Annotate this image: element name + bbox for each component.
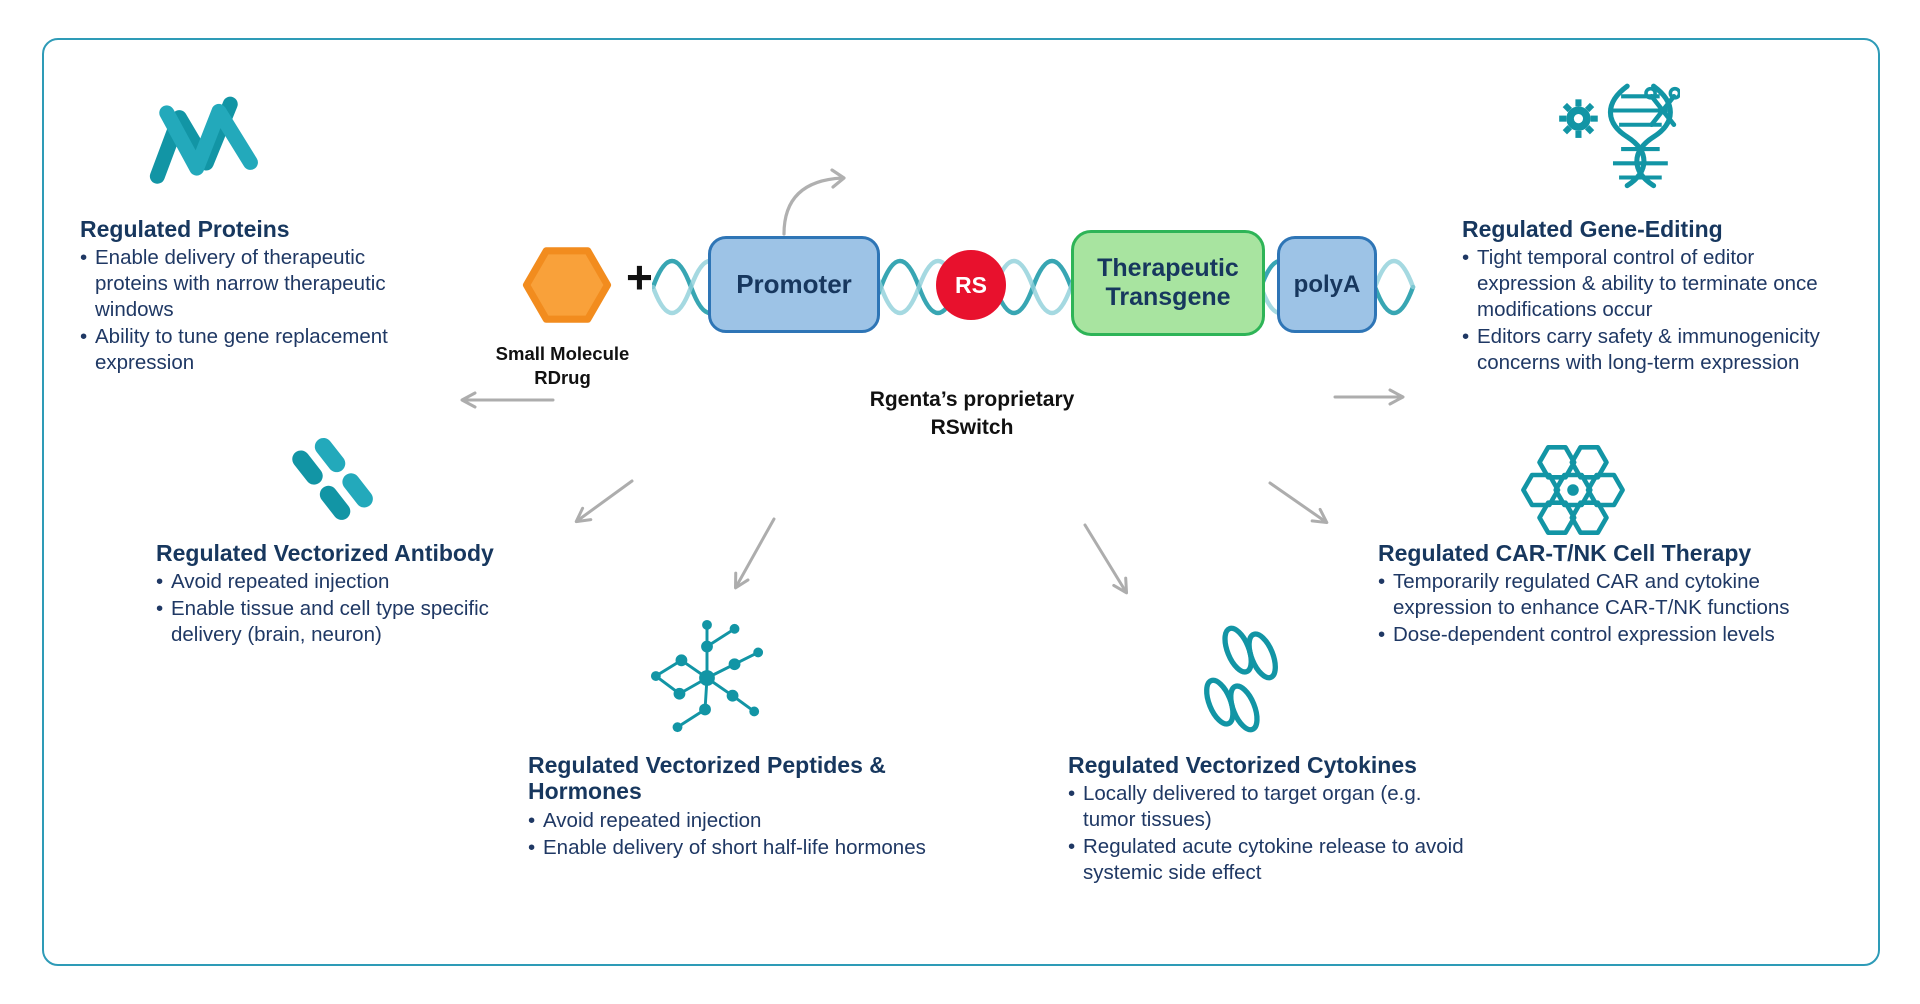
promoter-box: Promoter bbox=[708, 236, 880, 333]
section-title: Regulated Gene-Editing bbox=[1462, 216, 1723, 242]
bullet: Editors carry safety & immunogenicity co… bbox=[1462, 324, 1854, 376]
section-title: Regulated Proteins bbox=[80, 216, 290, 242]
section-regulated-car-t-nk-cell-therapy: Regulated CAR-T/NK Cell Therapy Temporar… bbox=[1378, 540, 1853, 649]
peptide-network-icon bbox=[650, 619, 764, 733]
bullet: Enable tissue and cell type specific del… bbox=[156, 596, 556, 648]
small-molecule-label: Small Molecule RDrug bbox=[475, 342, 650, 390]
bullet: Regulated acute cytokine release to avoi… bbox=[1068, 834, 1468, 886]
section-bullets: Tight temporal control of editor express… bbox=[1462, 245, 1854, 375]
section-regulated-proteins: Regulated Proteins Enable delivery of th… bbox=[80, 216, 436, 377]
rswitch-caption-line1: Rgenta’s proprietary bbox=[869, 388, 1075, 411]
small-molecule-label-line1: Small Molecule bbox=[495, 343, 630, 364]
chromosome-antibody-icon bbox=[292, 437, 373, 520]
section-bullets: Avoid repeated injection Enable tissue a… bbox=[156, 569, 556, 647]
bullet: Enable delivery of therapeutic proteins … bbox=[80, 245, 436, 322]
dna-ribbon-icon bbox=[149, 96, 258, 184]
rswitch-caption-line2: RSwitch bbox=[930, 416, 1014, 440]
bullet: Avoid repeated injection bbox=[528, 808, 928, 834]
section-bullets: Temporarily regulated CAR and cytokine e… bbox=[1378, 569, 1853, 647]
bullet: Ability to tune gene replacement express… bbox=[80, 324, 436, 376]
diagram-border-frame bbox=[42, 38, 1880, 966]
section-bullets: Enable delivery of therapeutic proteins … bbox=[80, 245, 436, 375]
section-regulated-vectorized-antibody: Regulated Vectorized Antibody Avoid repe… bbox=[156, 540, 556, 649]
gene-editing-icon bbox=[1559, 83, 1680, 189]
small-molecule-label-line2: RDrug bbox=[534, 367, 591, 389]
section-title: Regulated Vectorized Antibody bbox=[156, 540, 494, 566]
rswitch-caption: Rgenta’s proprietary RSwitch bbox=[802, 386, 1142, 443]
small-molecule-hexagon-icon bbox=[522, 247, 612, 323]
bullet: Temporarily regulated CAR and cytokine e… bbox=[1378, 569, 1853, 621]
scissors-icon bbox=[1644, 86, 1680, 128]
rs-element-circle: RS bbox=[936, 250, 1006, 320]
bullet: Avoid repeated injection bbox=[156, 569, 556, 595]
plus-sign: + bbox=[626, 251, 653, 303]
cytokine-icon bbox=[1204, 625, 1278, 733]
bullet: Locally delivered to target organ (e.g. … bbox=[1068, 781, 1468, 833]
gear-icon bbox=[1559, 99, 1598, 138]
bullet: Enable delivery of short half-life hormo… bbox=[528, 835, 928, 861]
section-regulated-gene-editing: Regulated Gene-Editing Tight temporal co… bbox=[1462, 216, 1854, 377]
section-title: Regulated Vectorized Peptides & Hormones bbox=[528, 752, 886, 805]
cell-cluster-icon bbox=[1521, 445, 1625, 535]
section-title: Regulated Vectorized Cytokines bbox=[1068, 752, 1417, 778]
polya-label: polyA bbox=[1293, 270, 1361, 298]
transgene-label: Therapeutic Transgene bbox=[1097, 253, 1239, 312]
bullet: Dose-dependent control expression levels bbox=[1378, 622, 1853, 648]
section-bullets: Avoid repeated injection Enable delivery… bbox=[528, 808, 928, 861]
section-regulated-vectorized-cytokines: Regulated Vectorized Cytokines Locally d… bbox=[1068, 752, 1468, 887]
bullet: Tight temporal control of editor express… bbox=[1462, 245, 1854, 322]
polya-box: polyA bbox=[1277, 236, 1377, 333]
section-regulated-vectorized-peptides-hormones: Regulated Vectorized Peptides & Hormones… bbox=[528, 752, 928, 862]
section-bullets: Locally delivered to target organ (e.g. … bbox=[1068, 781, 1468, 885]
rs-label: RS bbox=[955, 271, 987, 298]
therapeutic-transgene-box: Therapeutic Transgene bbox=[1071, 230, 1265, 336]
section-title: Regulated CAR-T/NK Cell Therapy bbox=[1378, 540, 1752, 566]
transcription-start-arrow-icon bbox=[782, 168, 846, 236]
promoter-label: Promoter bbox=[736, 269, 852, 299]
